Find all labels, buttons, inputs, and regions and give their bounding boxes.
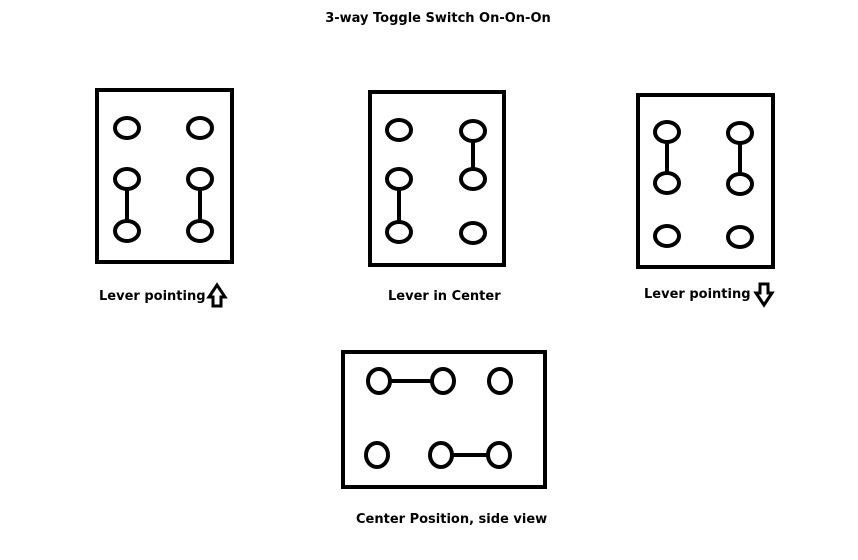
terminal [385,167,413,191]
caption-lever-center: Lever in Center [388,289,501,304]
terminal [726,225,754,249]
terminal [459,221,487,245]
terminal [385,220,413,244]
switch-body [368,90,506,267]
terminal [186,116,214,140]
switch-body [341,350,547,489]
switch-body [636,93,775,269]
terminal [428,441,454,469]
terminal [487,367,513,395]
caption-lever-up: Lever pointing [99,289,206,304]
terminal [653,171,681,195]
switch-lever-down [636,93,775,269]
terminal [459,167,487,191]
terminal [113,219,141,243]
switch-lever-up [95,88,234,264]
up-arrow-icon [206,282,228,308]
switch-body [95,88,234,264]
terminal [113,167,141,191]
caption-side-view: Center Position, side view [356,512,548,527]
terminal [364,441,390,469]
terminal [186,219,214,243]
terminal [653,120,681,144]
terminal [430,367,456,395]
terminal [385,118,413,142]
terminal [726,121,754,145]
terminal [366,367,392,395]
terminal [459,119,487,143]
switch-lever-center [368,90,506,267]
terminal [653,224,681,248]
terminal [486,441,512,469]
down-arrow-icon [753,282,775,308]
terminal [113,116,141,140]
diagram-title: 3-way Toggle Switch On-On-On [325,11,551,26]
terminal [726,172,754,196]
caption-lever-down: Lever pointing [644,287,751,302]
switch-side-view [341,350,547,489]
terminal [186,167,214,191]
